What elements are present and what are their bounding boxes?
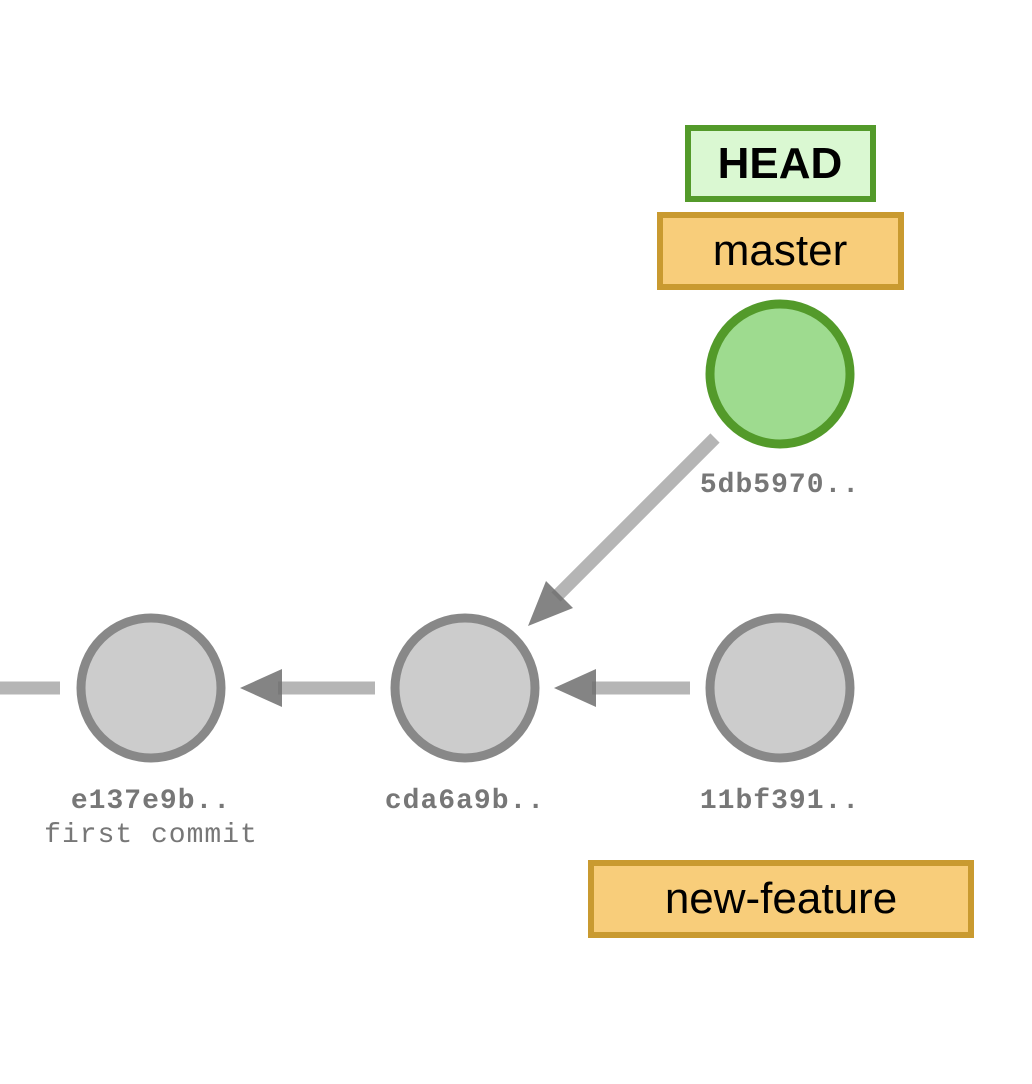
commit-node	[390, 613, 540, 763]
head-ref-box	[685, 125, 876, 202]
commit-sha: cda6a9b..	[385, 786, 545, 817]
arrowhead-cda6a9b-from-5db5970	[528, 581, 573, 626]
edges	[0, 433, 720, 707]
arrowhead-cda6a9b-from-11bf391	[554, 669, 596, 707]
head-ref-label: HEAD	[718, 139, 843, 188]
commit-sha: 11bf391..	[700, 786, 860, 817]
branch-new-feature: new-feature	[588, 860, 974, 938]
branch-new-feature-label: new-feature	[665, 874, 897, 923]
commit-5db5970: 5db5970..	[700, 299, 860, 501]
commit-node-current	[705, 299, 855, 449]
commit-sha: 5db5970..	[700, 470, 860, 501]
arrowhead-e137e9b	[240, 669, 282, 707]
commit-node	[705, 613, 855, 763]
commit-message: first commit	[44, 820, 258, 851]
commit-cda6a9b: cda6a9b..	[385, 613, 545, 817]
commit-sha: e137e9b..	[71, 786, 231, 817]
commit-e137e9b: e137e9b.. first commit	[44, 613, 258, 851]
commit-11bf391: 11bf391..	[700, 613, 860, 817]
branch-master: master	[657, 212, 904, 290]
branch-new-feature-box	[588, 860, 974, 938]
commit-node	[76, 613, 226, 763]
branch-master-box	[657, 212, 904, 290]
head-ref: HEAD	[685, 125, 876, 202]
edge-5db5970-to-cda6a9b	[551, 433, 720, 602]
branch-master-label: master	[713, 226, 847, 275]
